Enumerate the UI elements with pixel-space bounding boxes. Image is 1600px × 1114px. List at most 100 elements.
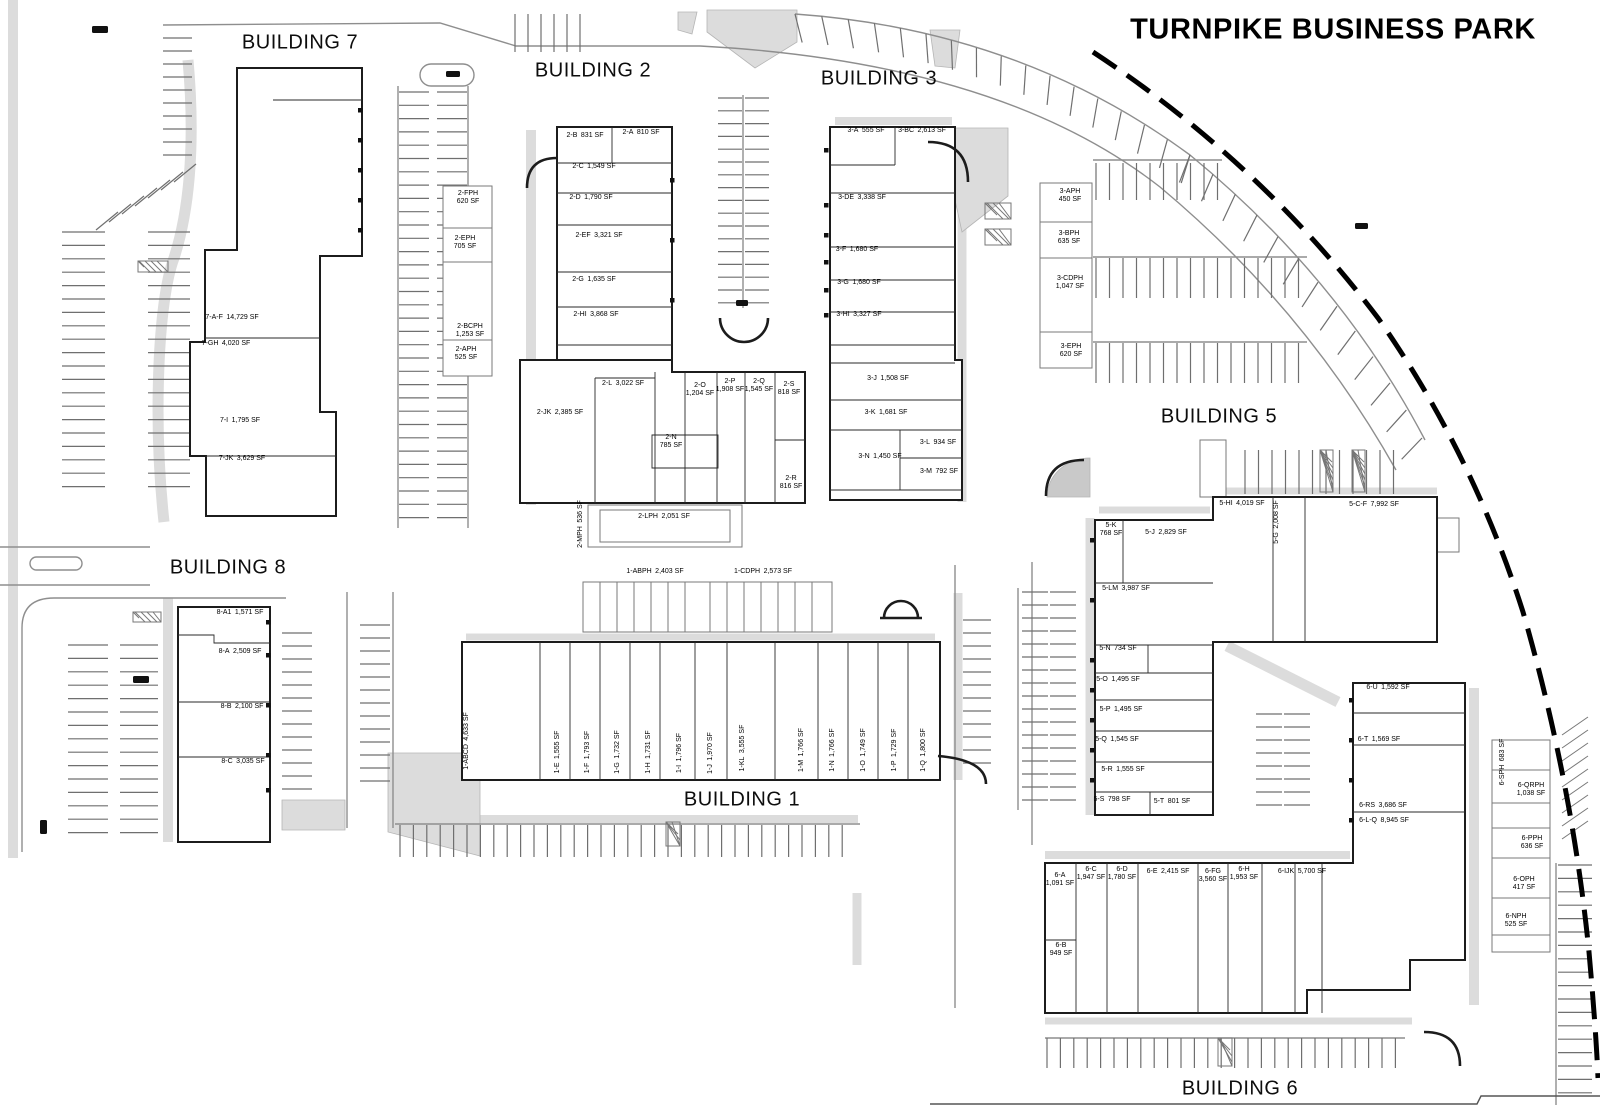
unit-label-1-CDPH: 1-CDPH 2,573 SF <box>734 567 792 575</box>
unit-label-6-RS: 6-RS 3,686 SF <box>1359 801 1407 809</box>
unit-label-7-JK: 7-JK 3,629 SF <box>218 454 266 462</box>
unit-label-1-M: 1-M 1,766 SF <box>797 728 805 772</box>
unit-label-8-A1: 8-A1 1,571 SF <box>216 608 264 616</box>
building-label: BUILDING 3 <box>820 67 938 90</box>
unit-label-1-F: 1-F 1,793 SF <box>583 730 591 774</box>
unit-label-5-P: 5-P 1,495 SF <box>1099 705 1143 713</box>
unit-label-3-DE: 3-DE 3,338 SF <box>838 193 886 201</box>
building-7-outline <box>189 67 363 517</box>
unit-label-5-R: 5-R 1,555 SF <box>1101 765 1145 773</box>
unit-label-5-T: 5-T 801 SF <box>1153 797 1191 805</box>
unit-label-3-J: 3-J 1,508 SF <box>867 374 909 382</box>
building-3-outline <box>829 126 963 501</box>
unit-label-1-P: 1-P 1,729 SF <box>890 728 898 772</box>
unit-label-2-D: 2-D 1,790 SF <box>569 193 613 201</box>
unit-label-2-EF: 2-EF 3,321 SF <box>575 231 623 239</box>
building-label: BUILDING 7 <box>241 31 359 54</box>
unit-label-3-G: 3-G 1,680 SF <box>837 278 881 286</box>
building-5-outline <box>1094 496 1438 816</box>
unit-label-5-HI: 5-HI 4,019 SF <box>1219 499 1265 507</box>
hatch-areas <box>132 202 1589 1067</box>
unit-label-5-G: 5-G 2,008 SF <box>1272 500 1280 544</box>
unit-label-1-ABPH: 1-ABPH 2,403 SF <box>626 567 684 575</box>
entry-arcs <box>525 140 1462 1067</box>
unit-label-7-GH: 7-GH 4,020 SF <box>201 339 251 347</box>
unit-label-2-A: 2-A 810 SF <box>622 128 660 136</box>
building-label: BUILDING 8 <box>169 556 287 579</box>
unit-label-2-LPH: 2-LPH 2,051 SF <box>638 512 690 520</box>
unit-label-3-F: 3-F 1,680 SF <box>835 245 879 253</box>
road-curbs <box>0 13 1600 1105</box>
unit-label-6-SPH: 6-SPH 683 SF <box>1498 738 1506 786</box>
unit-label-2-G: 2-G 1,635 SF <box>572 275 616 283</box>
unit-label-3-K: 3-K 1,681 SF <box>864 408 908 416</box>
car-symbols <box>40 26 1368 834</box>
buildings <box>177 67 1466 1014</box>
unit-label-1-N: 1-N 1,766 SF <box>828 728 836 772</box>
unit-label-5-J: 5-J 2,829 SF <box>1145 528 1187 536</box>
unit-label-8-C: 8-C 3,035 SF <box>221 757 265 765</box>
unit-label-1-O: 1-O 1,749 SF <box>859 728 867 772</box>
door-markers <box>266 108 1354 823</box>
unit-label-1-ABCD: 1-ABCD 4,633 SF <box>462 712 470 770</box>
unit-label-3-HI: 3-HI 3,327 SF <box>836 310 882 318</box>
landscape-bands <box>8 0 1479 1025</box>
unit-label-1-KL: 1-KL 3,555 SF <box>738 724 746 772</box>
building-2-wing-outline <box>519 359 806 504</box>
building-6-outline <box>1044 682 1466 1014</box>
unit-label-3-M: 3-M 792 SF <box>919 467 959 475</box>
unit-label-8-A: 8-A 2,509 SF <box>218 647 262 655</box>
property-boundary-line <box>1091 49 1600 1079</box>
unit-label-8-B: 8-B 2,100 SF <box>220 702 264 710</box>
unit-label-5-O: 5-O 1,495 SF <box>1096 675 1140 683</box>
unit-label-5-LM: 5-LM 3,987 SF <box>1102 584 1150 592</box>
mezzanine-strips <box>442 182 1551 953</box>
building-1-outline <box>461 641 941 781</box>
unit-label-3-N: 3-N 1,450 SF <box>858 452 902 460</box>
unit-label-1-G: 1-G 1,732 SF <box>613 730 621 774</box>
unit-label-2-HI: 2-HI 3,868 SF <box>573 310 619 318</box>
unit-label-5-Q: 5-Q 1,545 SF <box>1095 735 1139 743</box>
unit-label-1-J: 1-J 1,970 SF <box>706 732 714 774</box>
unit-label-6-IJK: 6-IJK 5,700 SF <box>1277 867 1327 875</box>
unit-label-7-A-F: 7-A-F 14,729 SF <box>205 313 259 321</box>
unit-label-5-C-F: 5-C-F 7,992 SF <box>1349 500 1399 508</box>
unit-label-2-L: 2-L 3,022 SF <box>601 379 645 387</box>
unit-label-1-H: 1-H 1,731 SF <box>644 730 652 774</box>
building-interior-lines <box>178 99 1465 1013</box>
plan-title: TURNPIKE BUSINESS PARK <box>1130 13 1536 46</box>
unit-label-2-MPH: 2-MPH 536 SF <box>576 500 584 548</box>
unit-label-1-I: 1-I 1,796 SF <box>675 732 683 774</box>
landscape-islands <box>281 9 1091 857</box>
unit-label-1-E: 1-E 1,555 SF <box>553 730 561 774</box>
unit-label-5-N: 5-N 734 SF <box>1099 644 1137 652</box>
building-label: BUILDING 5 <box>1160 405 1278 428</box>
unit-label-3-A: 3-A 555 SF <box>847 126 885 134</box>
